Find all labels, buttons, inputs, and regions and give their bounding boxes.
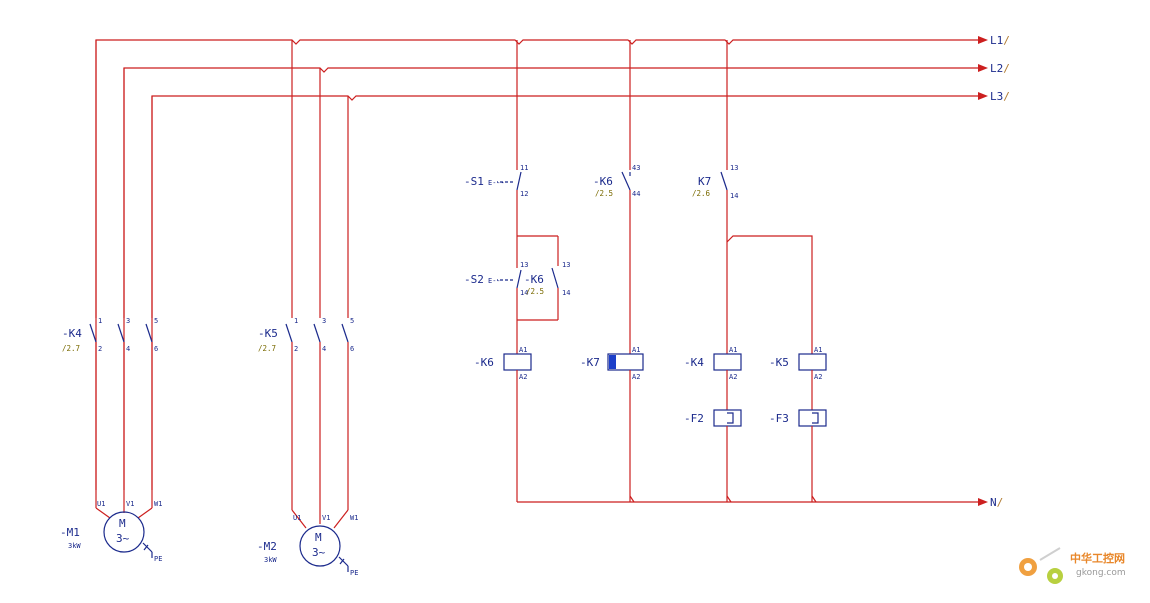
- s1-actuator: E---: [488, 179, 505, 187]
- m2-power: 3kW: [264, 556, 277, 564]
- bus-label-l3: L3/: [990, 90, 1010, 103]
- k6-hold-ref: /2.5: [526, 287, 544, 296]
- k7-nc-pin-13: 13: [730, 164, 738, 172]
- s1-pin-12: 12: [520, 190, 528, 198]
- m1-terminal-w1: W1: [154, 500, 162, 508]
- bus-label-n: N/: [990, 496, 1003, 509]
- k5-coil-a2: A2: [814, 373, 822, 381]
- control-branch-k6: [497, 40, 559, 502]
- m1-power: 3kW: [68, 542, 81, 550]
- k6-hold-pin-13: 13: [562, 261, 570, 269]
- k7-coil-label: -K7: [580, 356, 600, 369]
- bus-l1: [95, 36, 988, 490]
- k5-pin-1: 1: [294, 317, 298, 325]
- m2-terminal-w1: W1: [350, 514, 358, 522]
- k5-pin-2: 2: [294, 345, 298, 353]
- m1-pe: PE: [154, 555, 162, 563]
- gkong-logo: [1019, 547, 1063, 584]
- n-bus-joints: [629, 495, 817, 503]
- k4-pin-2: 2: [98, 345, 102, 353]
- s2-actuator: E--: [488, 277, 501, 285]
- m1-symbol-phase: 3~: [116, 532, 130, 545]
- k5-pin-6: 6: [350, 345, 354, 353]
- k4-coil-label: -K4: [684, 356, 704, 369]
- m2-symbol-m: M: [315, 531, 322, 544]
- motor-m1-icon: [103, 511, 153, 558]
- k6-hold-pin-14: 14: [562, 289, 570, 297]
- motor-m2-icon: [299, 525, 349, 572]
- k7-coil-a1: A1: [632, 346, 640, 354]
- m2-terminal-v1: V1: [322, 514, 330, 522]
- control-branch-k7: [607, 40, 644, 502]
- k4-pin-1: 1: [98, 317, 102, 325]
- k5-pin-4: 4: [322, 345, 326, 353]
- bus-label-l2: L2/: [990, 62, 1010, 75]
- m2-terminal-u1: U1: [293, 514, 301, 522]
- m2-label: -M2: [257, 540, 277, 553]
- k6-coil-label: -K6: [474, 356, 494, 369]
- m2-pe: PE: [350, 569, 358, 577]
- s2-label: -S2: [464, 273, 484, 286]
- k6-nc-label: -K6: [593, 175, 613, 188]
- k4-pin-6: 6: [154, 345, 158, 353]
- k4-main-ref: /2.7: [62, 344, 80, 353]
- k6-nc-ref: /2.5: [595, 189, 613, 198]
- k7-coil-a2: A2: [632, 373, 640, 381]
- s1-pin-11: 11: [520, 164, 528, 172]
- f3-label: -F3: [769, 412, 789, 425]
- bus-l2: [123, 64, 988, 490]
- k5-pin-3: 3: [322, 317, 326, 325]
- m2-symbol-phase: 3~: [312, 546, 326, 559]
- k4-pin-3: 3: [126, 317, 130, 325]
- k5-pin-5: 5: [350, 317, 354, 325]
- k6-coil-a1: A1: [519, 346, 527, 354]
- s2-pin-13: 13: [520, 261, 528, 269]
- k6-coil-a2: A2: [519, 373, 527, 381]
- k4-pin-5: 5: [154, 317, 158, 325]
- control-branch-k4-k5: [713, 40, 827, 502]
- k7-nc-pin-14: 14: [730, 192, 738, 200]
- k7-nc-label: K7: [698, 175, 711, 188]
- m1-terminal-u1: U1: [97, 500, 105, 508]
- m1-label: -M1: [60, 526, 80, 539]
- s1-label: -S1: [464, 175, 484, 188]
- k5-main-label: -K5: [258, 327, 278, 340]
- m1-terminal-v1: V1: [126, 500, 134, 508]
- k5-coil-label: -K5: [769, 356, 789, 369]
- m1-symbol-m: M: [119, 517, 126, 530]
- k6-nc-pin-43: 43: [632, 164, 640, 172]
- motor1-circuit: [89, 40, 153, 519]
- k7-nc-ref: /2.6: [692, 189, 711, 198]
- watermark-url: gkong.com: [1076, 568, 1126, 578]
- k4-pin-4: 4: [126, 345, 130, 353]
- k4-coil-a2: A2: [729, 373, 737, 381]
- s2-pin-14: 14: [520, 289, 528, 297]
- watermark-cn: 中华工控网: [1070, 551, 1125, 565]
- k6-hold-label: -K6: [524, 273, 544, 286]
- motor2-circuit: [285, 40, 349, 529]
- k6-nc-pin-44: 44: [632, 190, 640, 198]
- bus-n: [517, 498, 988, 506]
- k5-coil-a1: A1: [814, 346, 822, 354]
- k4-main-label: -K4: [62, 327, 82, 340]
- k4-coil-a1: A1: [729, 346, 737, 354]
- k5-main-ref: /2.7: [258, 344, 276, 353]
- f2-label: -F2: [684, 412, 704, 425]
- bus-label-l1: L1/: [990, 34, 1010, 47]
